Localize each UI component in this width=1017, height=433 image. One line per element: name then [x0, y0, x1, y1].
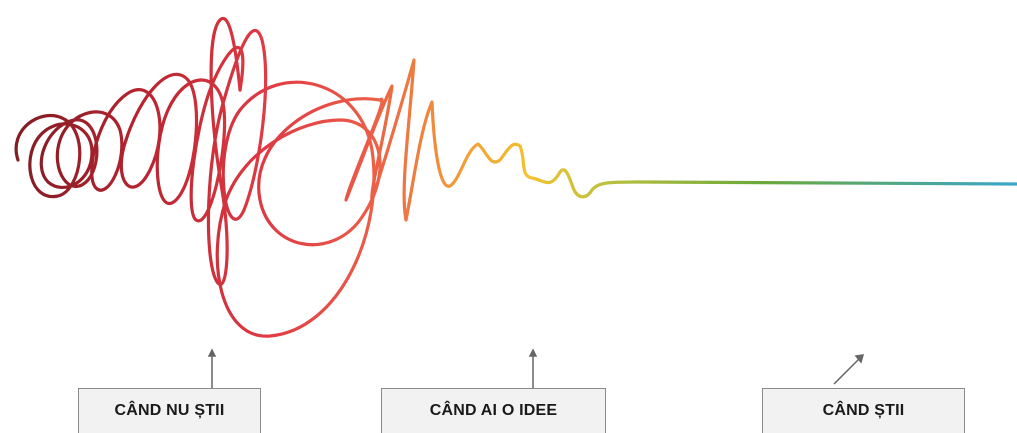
arrow-head-nu-stii-icon: [209, 350, 215, 356]
arrows: [209, 350, 863, 388]
stage-box-stii: CÂND ȘTII: [762, 388, 965, 433]
stage-box-idee: CÂND AI O IDEE: [381, 388, 606, 433]
stage-label-idee: CÂND AI O IDEE: [430, 402, 558, 420]
arrow-head-idee-icon: [530, 350, 536, 356]
scribble-spikes: [346, 60, 640, 220]
scribble-loops-a: [57, 90, 160, 191]
stage-box-nu-stii: CÂND NU ȘTII: [78, 388, 261, 433]
stage-label-nu-stii: CÂND NU ȘTII: [115, 402, 225, 420]
arrow-stii: [834, 358, 860, 384]
stage-label-stii: CÂND ȘTII: [823, 402, 905, 420]
scribble-calm-line: [640, 182, 1017, 184]
